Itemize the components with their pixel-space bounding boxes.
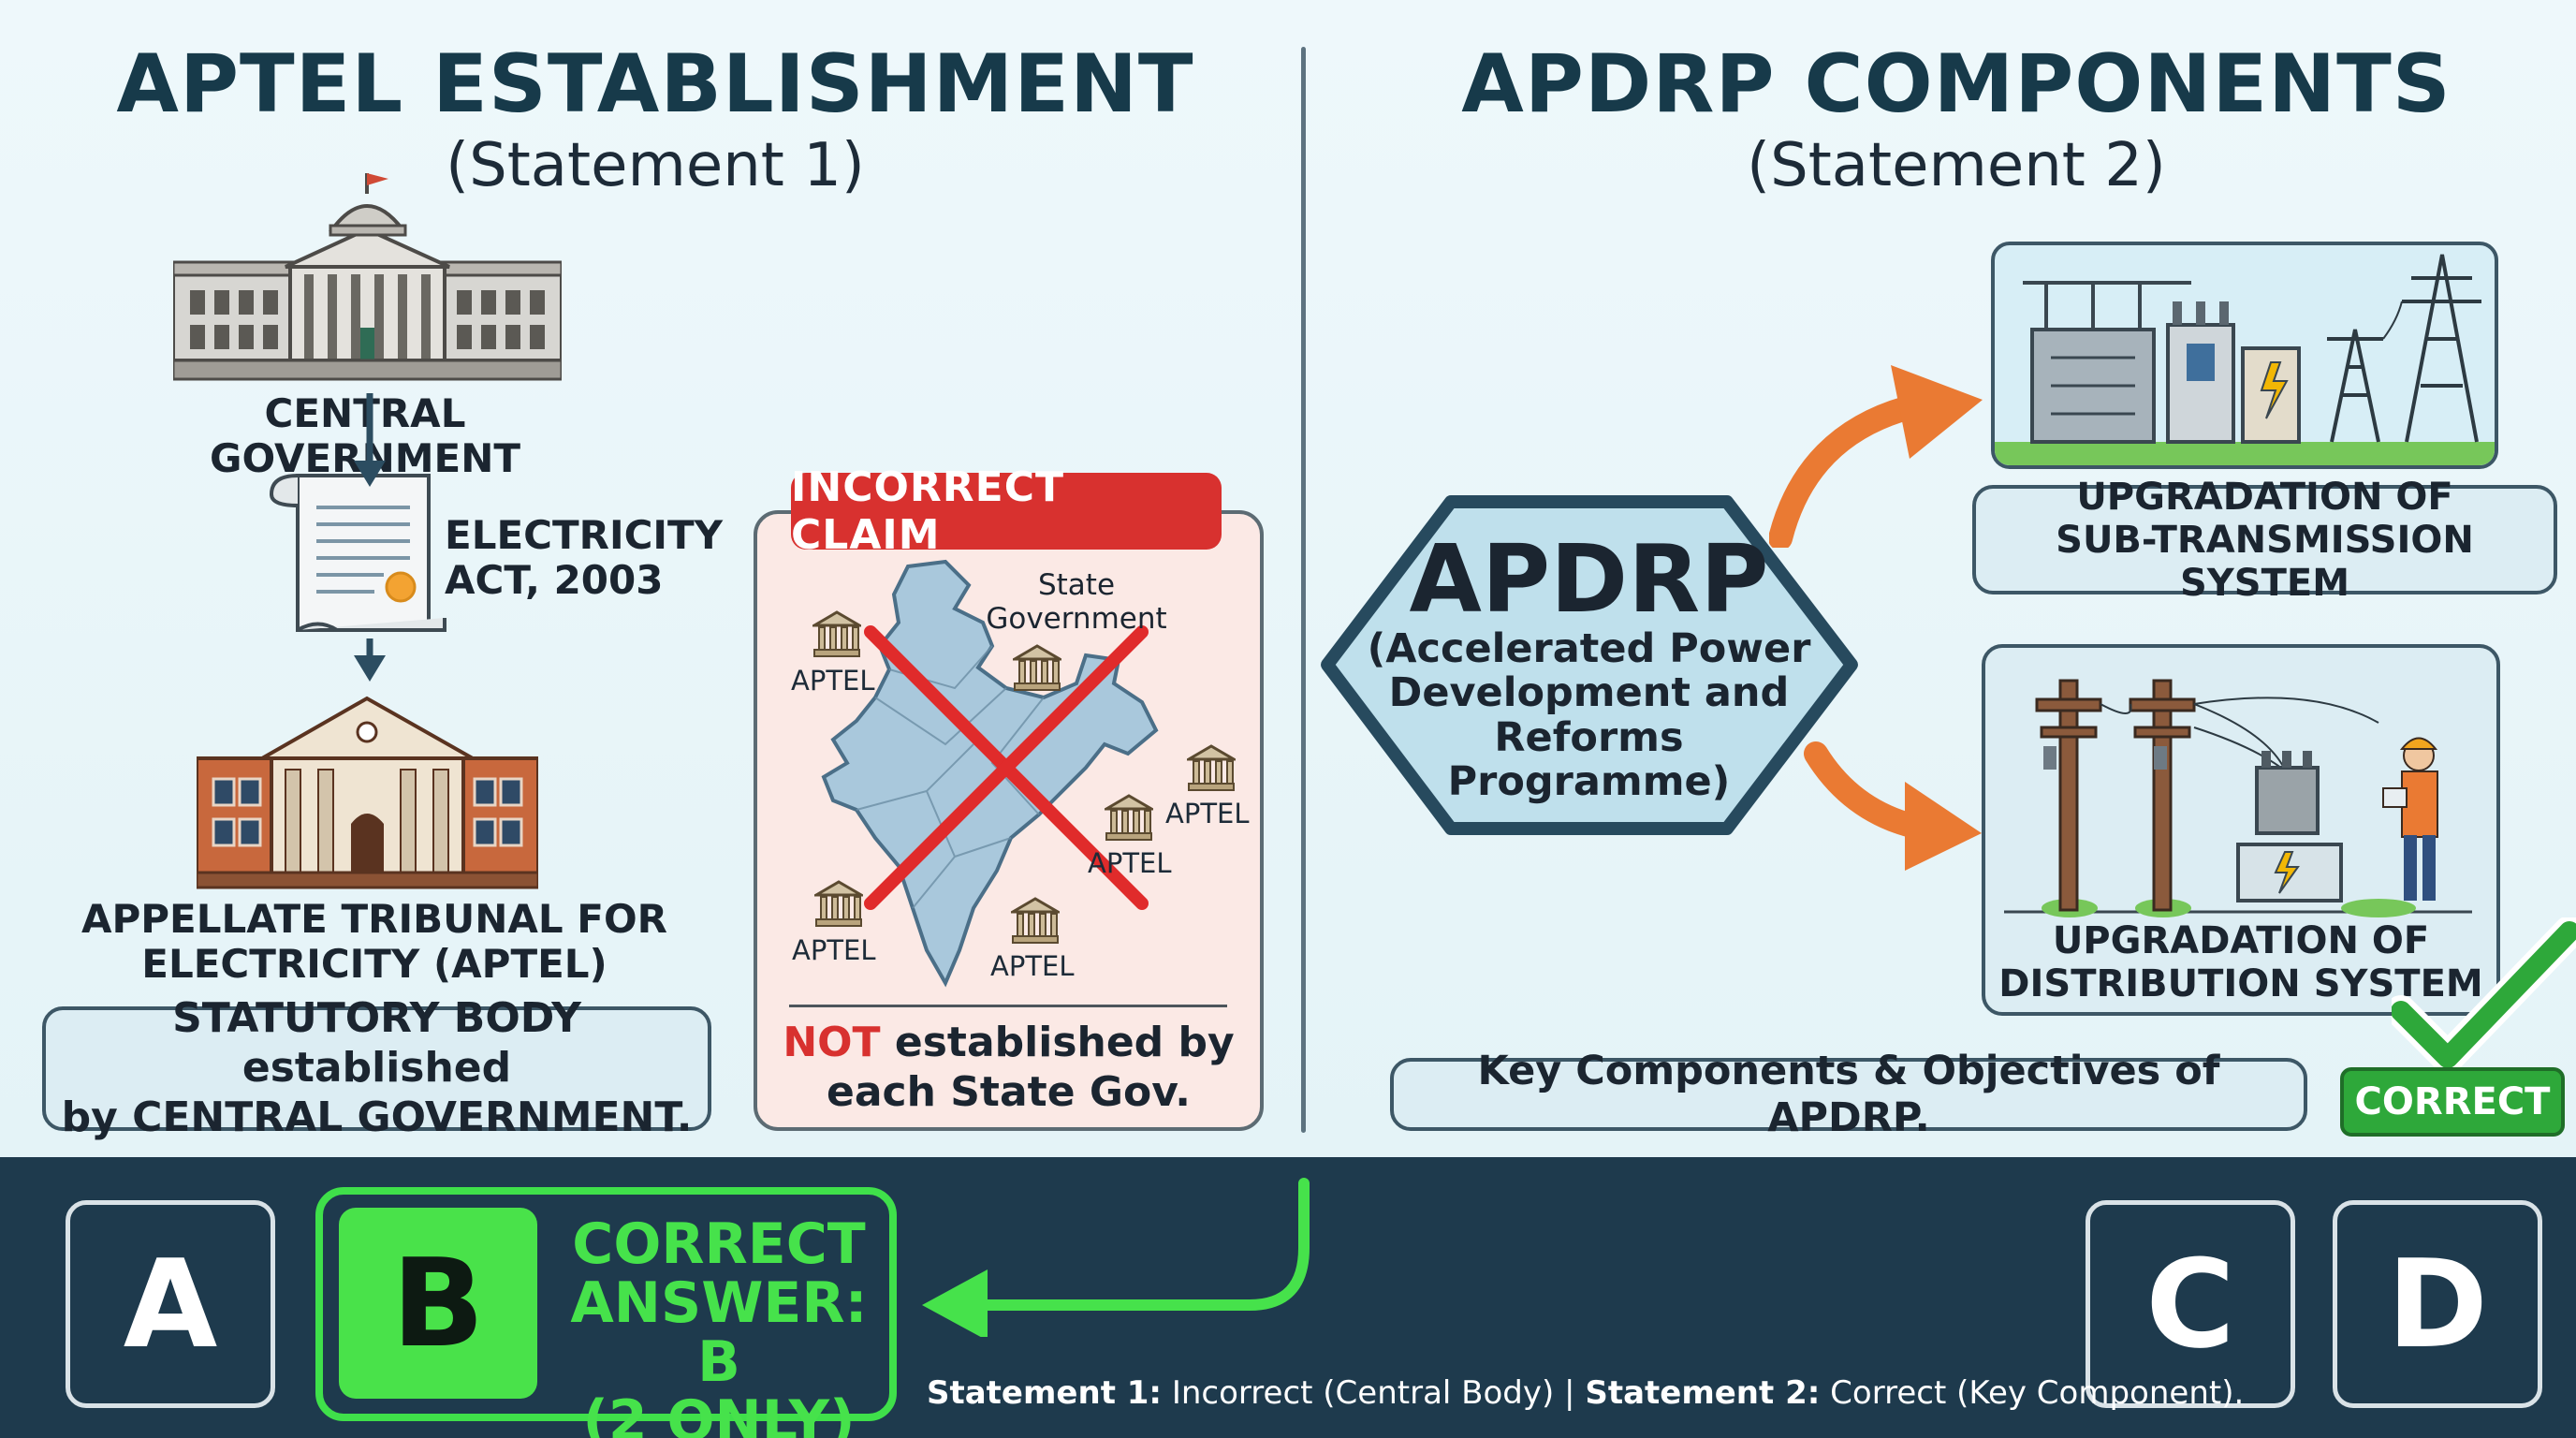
correct-answer-text: CORRECT ANSWER: B (2 ONLY) bbox=[550, 1215, 887, 1438]
check-mark-icon bbox=[2392, 917, 2576, 1074]
sub-transmission-line2: SUB-TRANSMISSION SYSTEM bbox=[2056, 518, 2474, 605]
left-subtitle: (Statement 1) bbox=[446, 131, 865, 200]
apdrp-hex-fullname: (Accelerated Power Development and Refor… bbox=[1357, 625, 1821, 805]
distribution-icon bbox=[1985, 679, 2496, 919]
apdrp-hexagon bbox=[1321, 495, 1858, 835]
statutory-line1: STATUTORY BODY established bbox=[172, 994, 581, 1093]
map-label-aptel: APTEL bbox=[990, 950, 1075, 982]
court-icon bbox=[1105, 794, 1153, 841]
green-pointer-arrow-icon bbox=[922, 1178, 1310, 1337]
state-government-line1: State bbox=[1037, 568, 1116, 602]
distribution-card: UPGRADATION OF DISTRIBUTION SYSTEM bbox=[1982, 644, 2500, 1016]
statement-summary: Statement 1: Incorrect (Central Body) | … bbox=[927, 1374, 2244, 1412]
option-b-button[interactable] bbox=[315, 1187, 897, 1421]
flow-arrow-icon bbox=[354, 393, 386, 682]
map-label-aptel: APTEL bbox=[791, 665, 875, 697]
india-map-icon bbox=[821, 559, 1159, 988]
aptel-label-line1: APPELLATE TRIBUNAL FOR bbox=[80, 896, 667, 942]
apdrp-fullname-line3: Reforms bbox=[1494, 713, 1684, 761]
sub-transmission-box: UPGRADATION OF SUB-TRANSMISSION SYSTEM bbox=[1972, 476, 2557, 605]
apdrp-hex-title: APDRP bbox=[1409, 524, 1769, 634]
aptel-building-icon bbox=[197, 696, 538, 889]
statement1-label: Statement 1: bbox=[927, 1374, 1163, 1412]
statement1-text: Incorrect (Central Body) | bbox=[1162, 1374, 1586, 1412]
not-line2: each State Gov. bbox=[826, 1067, 1192, 1116]
statement2-text: Correct (Key Component). bbox=[1820, 1374, 2245, 1412]
electricity-act-label: ELECTRICITY ACT, 2003 bbox=[445, 512, 724, 604]
not-rest: established by bbox=[880, 1019, 1235, 1066]
apdrp-fullname-line1: (Accelerated Power bbox=[1367, 625, 1811, 672]
statutory-line2: by CENTRAL GOVERNMENT. bbox=[61, 1093, 693, 1141]
answer-line1: CORRECT bbox=[572, 1211, 866, 1277]
apdrp-fullname-line4: Programme) bbox=[1447, 757, 1731, 805]
orange-arrow-icon bbox=[1804, 741, 1982, 871]
answer-line2: ANSWER: B bbox=[570, 1270, 868, 1395]
court-icon bbox=[814, 880, 863, 927]
panel-divider bbox=[1301, 47, 1306, 1133]
court-icon bbox=[1011, 897, 1060, 944]
not-word: NOT bbox=[783, 1019, 881, 1066]
electricity-act-document-icon bbox=[269, 474, 446, 632]
substation-illustration bbox=[1991, 242, 2498, 469]
aptel-label: APPELLATE TRIBUNAL FOR ELECTRICITY (APTE… bbox=[75, 896, 674, 988]
option-d-button[interactable]: D bbox=[2333, 1200, 2542, 1408]
orange-arrow-icon bbox=[1769, 365, 1983, 548]
right-subtitle: (Statement 2) bbox=[1747, 131, 2166, 200]
map-label-aptel: APTEL bbox=[1088, 847, 1172, 879]
distribution-label: UPGRADATION OF DISTRIBUTION SYSTEM bbox=[1985, 919, 2496, 1005]
court-icon bbox=[1013, 644, 1061, 691]
state-government-label: State Government bbox=[973, 568, 1179, 636]
substation-icon bbox=[1995, 254, 2495, 465]
claim-separator bbox=[789, 1005, 1227, 1007]
correct-badge: CORRECT bbox=[2340, 1067, 2565, 1137]
not-established-text: NOT established by each State Gov. bbox=[768, 1019, 1250, 1118]
statement2-label: Statement 2: bbox=[1585, 1374, 1821, 1412]
electricity-act-line1: ELECTRICITY bbox=[445, 512, 724, 558]
court-icon bbox=[812, 610, 861, 657]
distribution-line1: UPGRADATION OF bbox=[2052, 919, 2430, 962]
aptel-label-line2: ELECTRICITY (APTEL) bbox=[141, 941, 607, 988]
electricity-act-line2: ACT, 2003 bbox=[445, 557, 664, 604]
option-b-letter: B bbox=[339, 1208, 537, 1399]
apdrp-fullname-line2: Development and bbox=[1388, 669, 1790, 717]
sub-transmission-line1: UPGRADATION OF bbox=[2076, 475, 2453, 519]
answer-line3: (2 ONLY) bbox=[582, 1388, 856, 1438]
key-components-box: Key Components & Objectives of APDRP. bbox=[1390, 1048, 2307, 1141]
left-title: APTEL ESTABLISHMENT bbox=[116, 37, 1194, 131]
option-c-button[interactable]: C bbox=[2086, 1200, 2295, 1408]
right-title: APDRP COMPONENTS bbox=[1461, 37, 2452, 131]
incorrect-claim-tag: INCORRECT CLAIM bbox=[791, 463, 1222, 559]
statutory-body-box: STATUTORY BODY established by CENTRAL GO… bbox=[42, 994, 711, 1141]
court-icon bbox=[1187, 744, 1236, 791]
map-label-aptel: APTEL bbox=[792, 934, 876, 966]
map-label-aptel: APTEL bbox=[1165, 798, 1250, 829]
option-a-button[interactable]: A bbox=[66, 1200, 275, 1408]
state-government-line2: Government bbox=[986, 601, 1167, 636]
central-government-building-icon bbox=[173, 173, 562, 381]
